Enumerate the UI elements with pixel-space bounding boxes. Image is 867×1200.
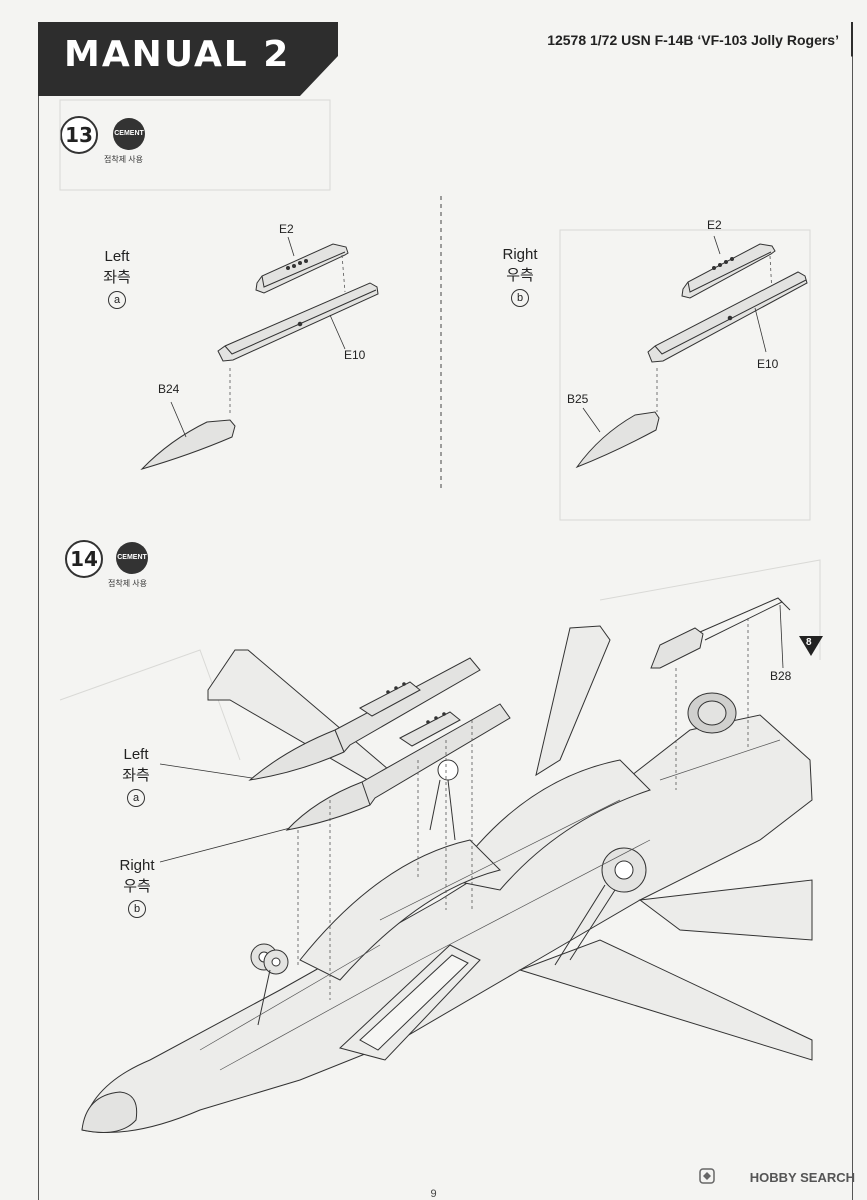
kit-title: 12578 1/72 USN F-14B ‘VF-103 Jolly Roger… <box>547 32 839 48</box>
step-14-number: 14 <box>65 540 103 578</box>
part-label-b28: B28 <box>770 669 792 683</box>
label-ko: 우측 <box>506 267 534 284</box>
part-label-e2-left: E2 <box>279 222 294 236</box>
part-label-b24: B24 <box>158 382 180 396</box>
label-ko: 우측 <box>123 878 151 895</box>
part-label-e10-right: E10 <box>757 357 779 371</box>
f14-underside <box>81 625 813 1133</box>
sub-marker: a <box>127 789 145 807</box>
pylon-left-assembly <box>248 657 481 781</box>
part-label-e2-right: E2 <box>707 218 722 232</box>
label-ko: 좌측 <box>122 767 150 784</box>
page-frame <box>38 24 853 1200</box>
header-cutout <box>338 56 851 96</box>
part-b24 <box>140 419 236 471</box>
page-number: 9 <box>430 1188 437 1200</box>
label-en: Left <box>123 746 149 763</box>
part-e10-right <box>647 271 808 363</box>
part-e2-right <box>681 243 776 299</box>
label-en: Right <box>502 246 538 263</box>
part-b25 <box>575 411 660 469</box>
cement-note: 접착제 사용 <box>108 579 148 588</box>
label-en: Right <box>119 857 155 874</box>
pylon-right-assembly <box>285 703 511 831</box>
sub-marker: b <box>128 900 146 918</box>
step-reference-number: 8 <box>806 637 812 648</box>
part-label-b25: B25 <box>567 392 589 406</box>
watermark: HOBBY SEARCH <box>749 1170 855 1185</box>
cement-icon: CEMENT <box>113 118 145 150</box>
label-ko: 좌측 <box>103 269 131 286</box>
step13-right-label: Right 우측 b <box>499 244 541 307</box>
watermark-icon <box>699 1168 715 1184</box>
step14-right-label: Right 우측 b <box>115 855 159 918</box>
step13-left-label: Left 좌측 a <box>100 246 134 309</box>
part-label-e10-left: E10 <box>344 348 366 362</box>
manual-title: MANUAL 2 <box>64 34 291 75</box>
part-e2-left <box>255 243 349 294</box>
sub-marker: b <box>511 289 529 307</box>
cement-icon: CEMENT <box>116 542 148 574</box>
kit-title-band: 12578 1/72 USN F-14B ‘VF-103 Jolly Roger… <box>338 22 851 56</box>
step-13-number: 13 <box>60 116 98 154</box>
part-e10-left <box>217 282 379 362</box>
sub-marker: a <box>108 291 126 309</box>
step14-left-label: Left 좌측 a <box>117 744 155 807</box>
part-b28 <box>650 597 791 669</box>
step-reference-icon <box>799 636 823 656</box>
label-en: Left <box>104 248 130 265</box>
cement-note: 접착제 사용 <box>104 155 144 164</box>
